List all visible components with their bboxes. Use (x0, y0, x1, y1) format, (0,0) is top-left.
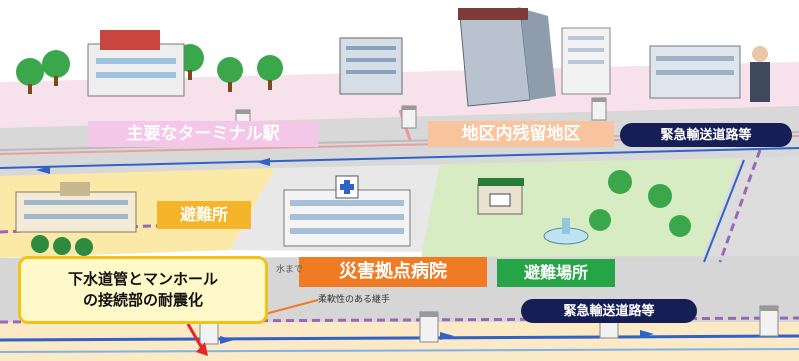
label-district-remaining: 地区内残留地区 (428, 121, 614, 147)
label-disaster-hospital: 災害拠点病院 (299, 257, 487, 287)
flow-arrow-3 (640, 330, 654, 338)
sewer-pipe-bottom (0, 334, 799, 342)
callout-pointer-arrow (186, 323, 205, 351)
flow-arrow-5 (36, 166, 50, 174)
label-shelter: 避難所 (157, 201, 251, 229)
building-icon (87, 30, 185, 97)
manhole-icon (401, 105, 417, 129)
underground-soil (0, 322, 799, 361)
park-ground (420, 158, 740, 262)
callout-line-2: の接続部の耐震化 (82, 291, 203, 309)
callout-seismic-retrofit: 下水道管とマンホール の接続部の耐震化 (18, 256, 268, 324)
hospital-icon (283, 175, 411, 247)
tree-icon (648, 184, 672, 208)
flow-arrow-1 (220, 336, 234, 344)
building-icon (649, 45, 741, 99)
tree-icon (16, 58, 44, 94)
callout-pointer-head (196, 342, 208, 356)
label-flexible-joint: 柔軟性のある継手 (318, 295, 391, 305)
label-emergency-road-top: 緊急輸送道路等 (620, 123, 792, 147)
school-icon (15, 182, 137, 233)
tree-icon (75, 238, 93, 256)
building-icon (458, 7, 556, 107)
sewer-pipe-bottom-lower (0, 348, 799, 353)
manhole-icon (591, 97, 607, 121)
label-water-partial: 水まで (276, 265, 304, 275)
label-main-terminal: 主要なターミナル駅 (88, 121, 318, 147)
person-icon (750, 46, 770, 102)
manhole-icon (419, 311, 439, 343)
tree-icon (669, 215, 691, 237)
tree-icon (53, 237, 71, 255)
fountain-icon (543, 218, 589, 245)
tree-icon (31, 235, 49, 253)
sewer-pipe-top (0, 147, 799, 169)
tree-icon (589, 209, 611, 231)
tree-icon (217, 57, 243, 92)
tree-icon (42, 50, 70, 86)
sewer-pipe-right (703, 159, 745, 263)
district-boundary-right (718, 149, 762, 263)
district-boundary-left (0, 222, 251, 234)
building-icon (561, 27, 611, 95)
label-evacuation-area: 避難場所 (497, 259, 615, 287)
building-icon (339, 37, 403, 95)
label-emergency-road-bottom: 緊急輸送道路等 (521, 299, 697, 323)
flow-arrow-2 (440, 332, 454, 340)
tree-icon (608, 170, 632, 194)
callout-line-1: 下水道管とマンホール (67, 270, 218, 288)
toilet-icon (477, 178, 524, 215)
tree-icon (257, 55, 283, 90)
right-road (700, 156, 799, 262)
manhole-icon (759, 305, 779, 337)
flow-arrow-4 (256, 158, 270, 166)
